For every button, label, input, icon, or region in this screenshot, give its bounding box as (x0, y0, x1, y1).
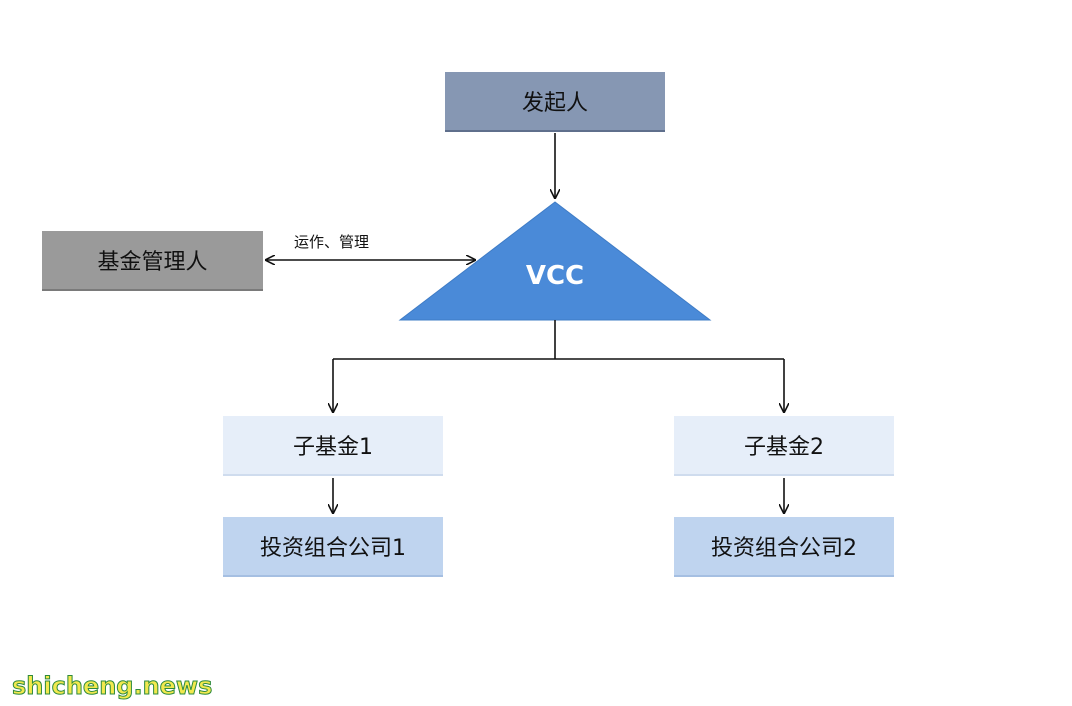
manager-vcc-edge-label: 运作、管理 (294, 233, 370, 251)
portfolio-company-1-node: 投资组合公司1 (223, 517, 443, 577)
portfolio-company-1-label: 投资组合公司1 (260, 536, 406, 561)
sponsor-label: 发起人 (521, 91, 588, 116)
portfolio-company-2-node: 投资组合公司2 (674, 517, 894, 577)
portfolio-company-2-label: 投资组合公司2 (711, 536, 857, 561)
sub-fund-1-node: 子基金1 (223, 416, 443, 476)
sub-fund-2-label: 子基金2 (744, 435, 824, 460)
vcc-label: VCC (526, 261, 584, 291)
sub-fund-2-node: 子基金2 (674, 416, 894, 476)
fund-manager-node: 基金管理人 (42, 231, 263, 291)
sub-fund-1-label: 子基金1 (293, 435, 373, 460)
watermark: shicheng.news (11, 672, 213, 701)
sponsor-node: 发起人 (445, 72, 665, 132)
fund-manager-label: 基金管理人 (97, 250, 208, 275)
